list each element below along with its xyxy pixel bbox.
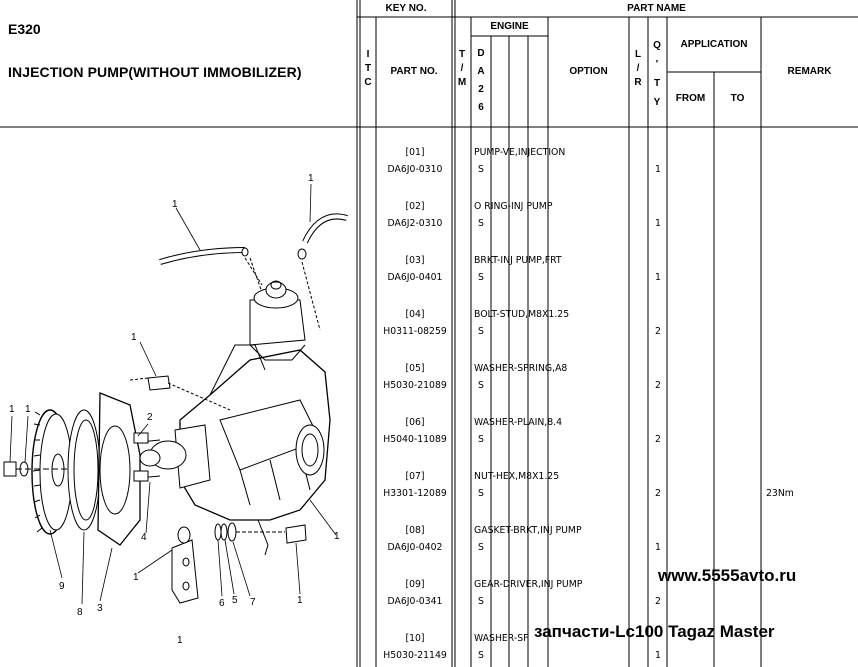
part-index: [01] bbox=[405, 147, 425, 158]
catalog-code: E320 bbox=[8, 21, 41, 37]
callout-number: 8 bbox=[77, 607, 83, 618]
callout-number: 9 bbox=[59, 581, 65, 592]
callout-number: 1 bbox=[25, 404, 31, 415]
part-qty: 2 bbox=[655, 596, 661, 607]
part-number: DA6J0-0310 bbox=[387, 164, 443, 175]
part-option: S bbox=[478, 326, 484, 337]
header-part-name: PART NAME bbox=[627, 3, 686, 14]
part-index: [07] bbox=[405, 471, 425, 482]
header-engine: ENGINE bbox=[490, 21, 529, 32]
callout-number: 6 bbox=[219, 598, 225, 609]
part-number: DA6J0-0401 bbox=[387, 272, 443, 283]
part-option: S bbox=[478, 542, 484, 553]
callout-number: 1 bbox=[334, 531, 340, 542]
part-name: BOLT-STUD,M8X1.25 bbox=[474, 309, 570, 320]
part-qty: 2 bbox=[655, 434, 661, 445]
part-name: NUT-HEX,M8X1.25 bbox=[474, 471, 560, 482]
callout-number: 1 bbox=[9, 404, 15, 415]
part-option: S bbox=[478, 650, 484, 661]
part-option: S bbox=[478, 434, 484, 445]
header-lr: L/R bbox=[634, 49, 642, 88]
part-number: H5030-21149 bbox=[383, 650, 447, 661]
part-index: [09] bbox=[405, 579, 425, 590]
part-name: WASHER-PLAIN,8.4 bbox=[474, 417, 563, 428]
callout-number: 4 bbox=[141, 532, 147, 543]
callout-number: 1 bbox=[308, 173, 314, 184]
header-key-no: KEY NO. bbox=[385, 3, 427, 14]
header-remark: REMARK bbox=[787, 66, 832, 77]
part-number: H3301-12089 bbox=[383, 488, 447, 499]
injection-pump-illustration bbox=[3, 213, 348, 604]
part-qty: 1 bbox=[655, 218, 661, 229]
part-number: DA6J0-0341 bbox=[387, 596, 443, 607]
part-number: DA6J0-0402 bbox=[387, 542, 443, 553]
part-number: H5030-21089 bbox=[383, 380, 447, 391]
header-part-no: PART NO. bbox=[390, 66, 438, 77]
caption-watermark: запчасти-Lc100 Tagaz Master bbox=[534, 622, 775, 641]
callout-number: 1 bbox=[172, 199, 178, 210]
part-number: H5040-11089 bbox=[383, 434, 447, 445]
part-option: S bbox=[478, 218, 484, 229]
part-index: [06] bbox=[405, 417, 425, 428]
callout-number: 1 bbox=[133, 572, 139, 583]
part-name: GASKET-BRKT,INJ PUMP bbox=[474, 525, 582, 536]
part-index: [03] bbox=[405, 255, 425, 266]
part-qty: 1 bbox=[655, 650, 661, 661]
callout-number: 1 bbox=[131, 332, 137, 343]
callout-number: 1 bbox=[297, 595, 303, 606]
callout-number: 2 bbox=[147, 412, 153, 423]
part-option: S bbox=[478, 164, 484, 175]
part-name: BRKT-INJ PUMP,FRT bbox=[474, 255, 562, 266]
site-watermark: www.5555avto.ru bbox=[658, 566, 797, 585]
page-title: INJECTION PUMP(WITHOUT IMMOBILIZER) bbox=[8, 64, 302, 80]
part-index: [04] bbox=[405, 309, 425, 320]
part-qty: 2 bbox=[655, 488, 661, 499]
header-from: FROM bbox=[675, 93, 706, 104]
part-number: DA6J2-0310 bbox=[387, 218, 443, 229]
part-qty: 1 bbox=[655, 164, 661, 175]
part-qty: 1 bbox=[655, 542, 661, 553]
part-option: S bbox=[478, 488, 484, 499]
part-name: GEAR-DRIVER,INJ PUMP bbox=[474, 579, 583, 590]
header-application: APPLICATION bbox=[680, 39, 748, 50]
part-index: [05] bbox=[405, 363, 425, 374]
header-to: TO bbox=[730, 93, 745, 104]
callout-number: 7 bbox=[250, 597, 256, 608]
part-qty: 1 bbox=[655, 272, 661, 283]
part-index: [02] bbox=[405, 201, 425, 212]
part-option: S bbox=[478, 272, 484, 283]
part-option: S bbox=[478, 380, 484, 391]
leader-lines bbox=[9, 183, 337, 605]
part-name: WASHER-SF bbox=[474, 633, 529, 644]
part-index: [08] bbox=[405, 525, 425, 536]
part-name: WASHER-SPRING,A8 bbox=[474, 363, 568, 374]
part-qty: 2 bbox=[655, 326, 661, 337]
part-qty: 2 bbox=[655, 380, 661, 391]
callout-number: 5 bbox=[232, 595, 238, 606]
part-option: S bbox=[478, 596, 484, 607]
callout-number: 3 bbox=[97, 603, 103, 614]
header-tm: T/M bbox=[457, 49, 467, 88]
part-remark: 23Nm bbox=[766, 488, 794, 499]
callout-number: 1 bbox=[177, 635, 183, 646]
header-option: OPTION bbox=[569, 66, 608, 77]
part-name: PUMP-VE,INJECTION bbox=[474, 147, 566, 158]
part-index: [10] bbox=[405, 633, 425, 644]
part-name: O RING-INJ PUMP bbox=[474, 201, 553, 212]
part-number: H0311-08259 bbox=[383, 326, 447, 337]
